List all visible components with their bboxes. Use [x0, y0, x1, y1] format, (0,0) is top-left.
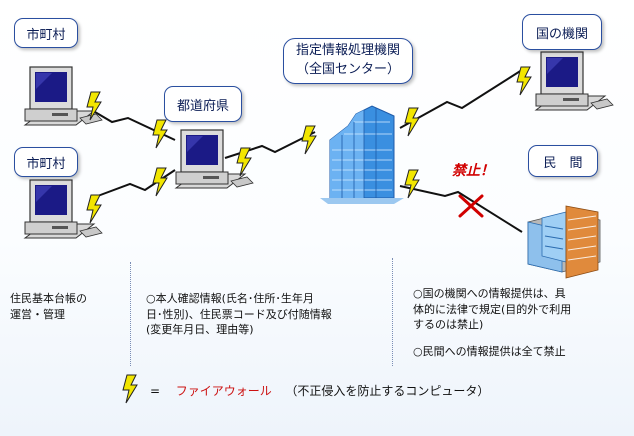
separator	[130, 262, 131, 366]
link-center-national	[399, 67, 526, 129]
legend-equals: =	[150, 384, 161, 398]
legend-firewall: ファイアウォール	[175, 384, 272, 398]
lightning-bolt-icon	[152, 167, 168, 197]
center-label-line1: 指定情報処理機関	[295, 43, 400, 58]
prefecture-note: ○本人確認情報(氏名･住所･生年月 日･性別)、住民票コード及び付随情報 (変更…	[146, 291, 332, 338]
separator	[392, 258, 393, 366]
lightning-bolt-icon	[404, 169, 420, 199]
note-line: 日･性別)、住民票コード及び付随情報	[146, 307, 332, 321]
note-line: するのは禁止)	[413, 318, 484, 331]
note-line: 体的に法律で規定(目的外で利用	[413, 302, 572, 316]
municipality-label-text: 市町村	[26, 27, 66, 43]
private-sector-label: 民 間	[528, 145, 598, 177]
prefecture-label: 都道府県	[164, 86, 242, 122]
lightning-bolt-icon	[86, 194, 102, 224]
national-note: ○国の機関への情報提供は、具 体的に法律で規定(目的外で利用 するのは禁止)	[413, 286, 571, 333]
lightning-bolt-icon	[122, 374, 138, 404]
private-sector-label-text: 民 間	[543, 155, 583, 171]
private-note: ○民間への情報提供は全て禁止	[413, 345, 566, 358]
note-line: ○国の機関への情報提供は、具	[413, 287, 566, 300]
building-icon	[527, 205, 601, 279]
note-line: (変更年月日、理由等)	[146, 323, 254, 336]
prohibition-x-icon	[458, 194, 484, 218]
lightning-bolt-icon	[404, 107, 420, 137]
lightning-bolt-icon	[236, 147, 252, 177]
municipality-note: 住民基本台帳の 運営・管理	[10, 291, 87, 322]
link-municipality-top	[94, 111, 176, 141]
national-agency-label: 国の機関	[522, 14, 602, 50]
computer-icon-national	[535, 51, 614, 111]
lightning-bolt-icon	[301, 125, 317, 155]
prohibited-label: 禁止！	[452, 163, 494, 179]
prefecture-label-text: 都道府県	[176, 98, 229, 114]
link-center-private	[399, 185, 523, 233]
link-prefecture-center	[224, 131, 316, 159]
municipality-label-bottom: 市町村	[14, 147, 78, 177]
note-line: 住民基本台帳の	[10, 292, 87, 305]
municipality-label-text: 市町村	[26, 156, 66, 172]
center-label-line2: （全国センター）	[295, 62, 400, 77]
note-line: ○本人確認情報(氏名･住所･生年月	[146, 292, 314, 305]
center-label: 指定情報処理機関 （全国センター）	[283, 38, 413, 84]
center-tower-icon	[320, 105, 404, 204]
legend: = ファイアウォール （不正侵入を防止するコンピュータ）	[150, 382, 489, 399]
note-line: 運営・管理	[10, 307, 65, 321]
legend-description: （不正侵入を防止するコンピュータ）	[285, 384, 490, 398]
lightning-bolt-icon	[152, 119, 168, 149]
municipality-label-top: 市町村	[14, 18, 78, 48]
national-agency-label-text: 国の機関	[535, 26, 588, 42]
